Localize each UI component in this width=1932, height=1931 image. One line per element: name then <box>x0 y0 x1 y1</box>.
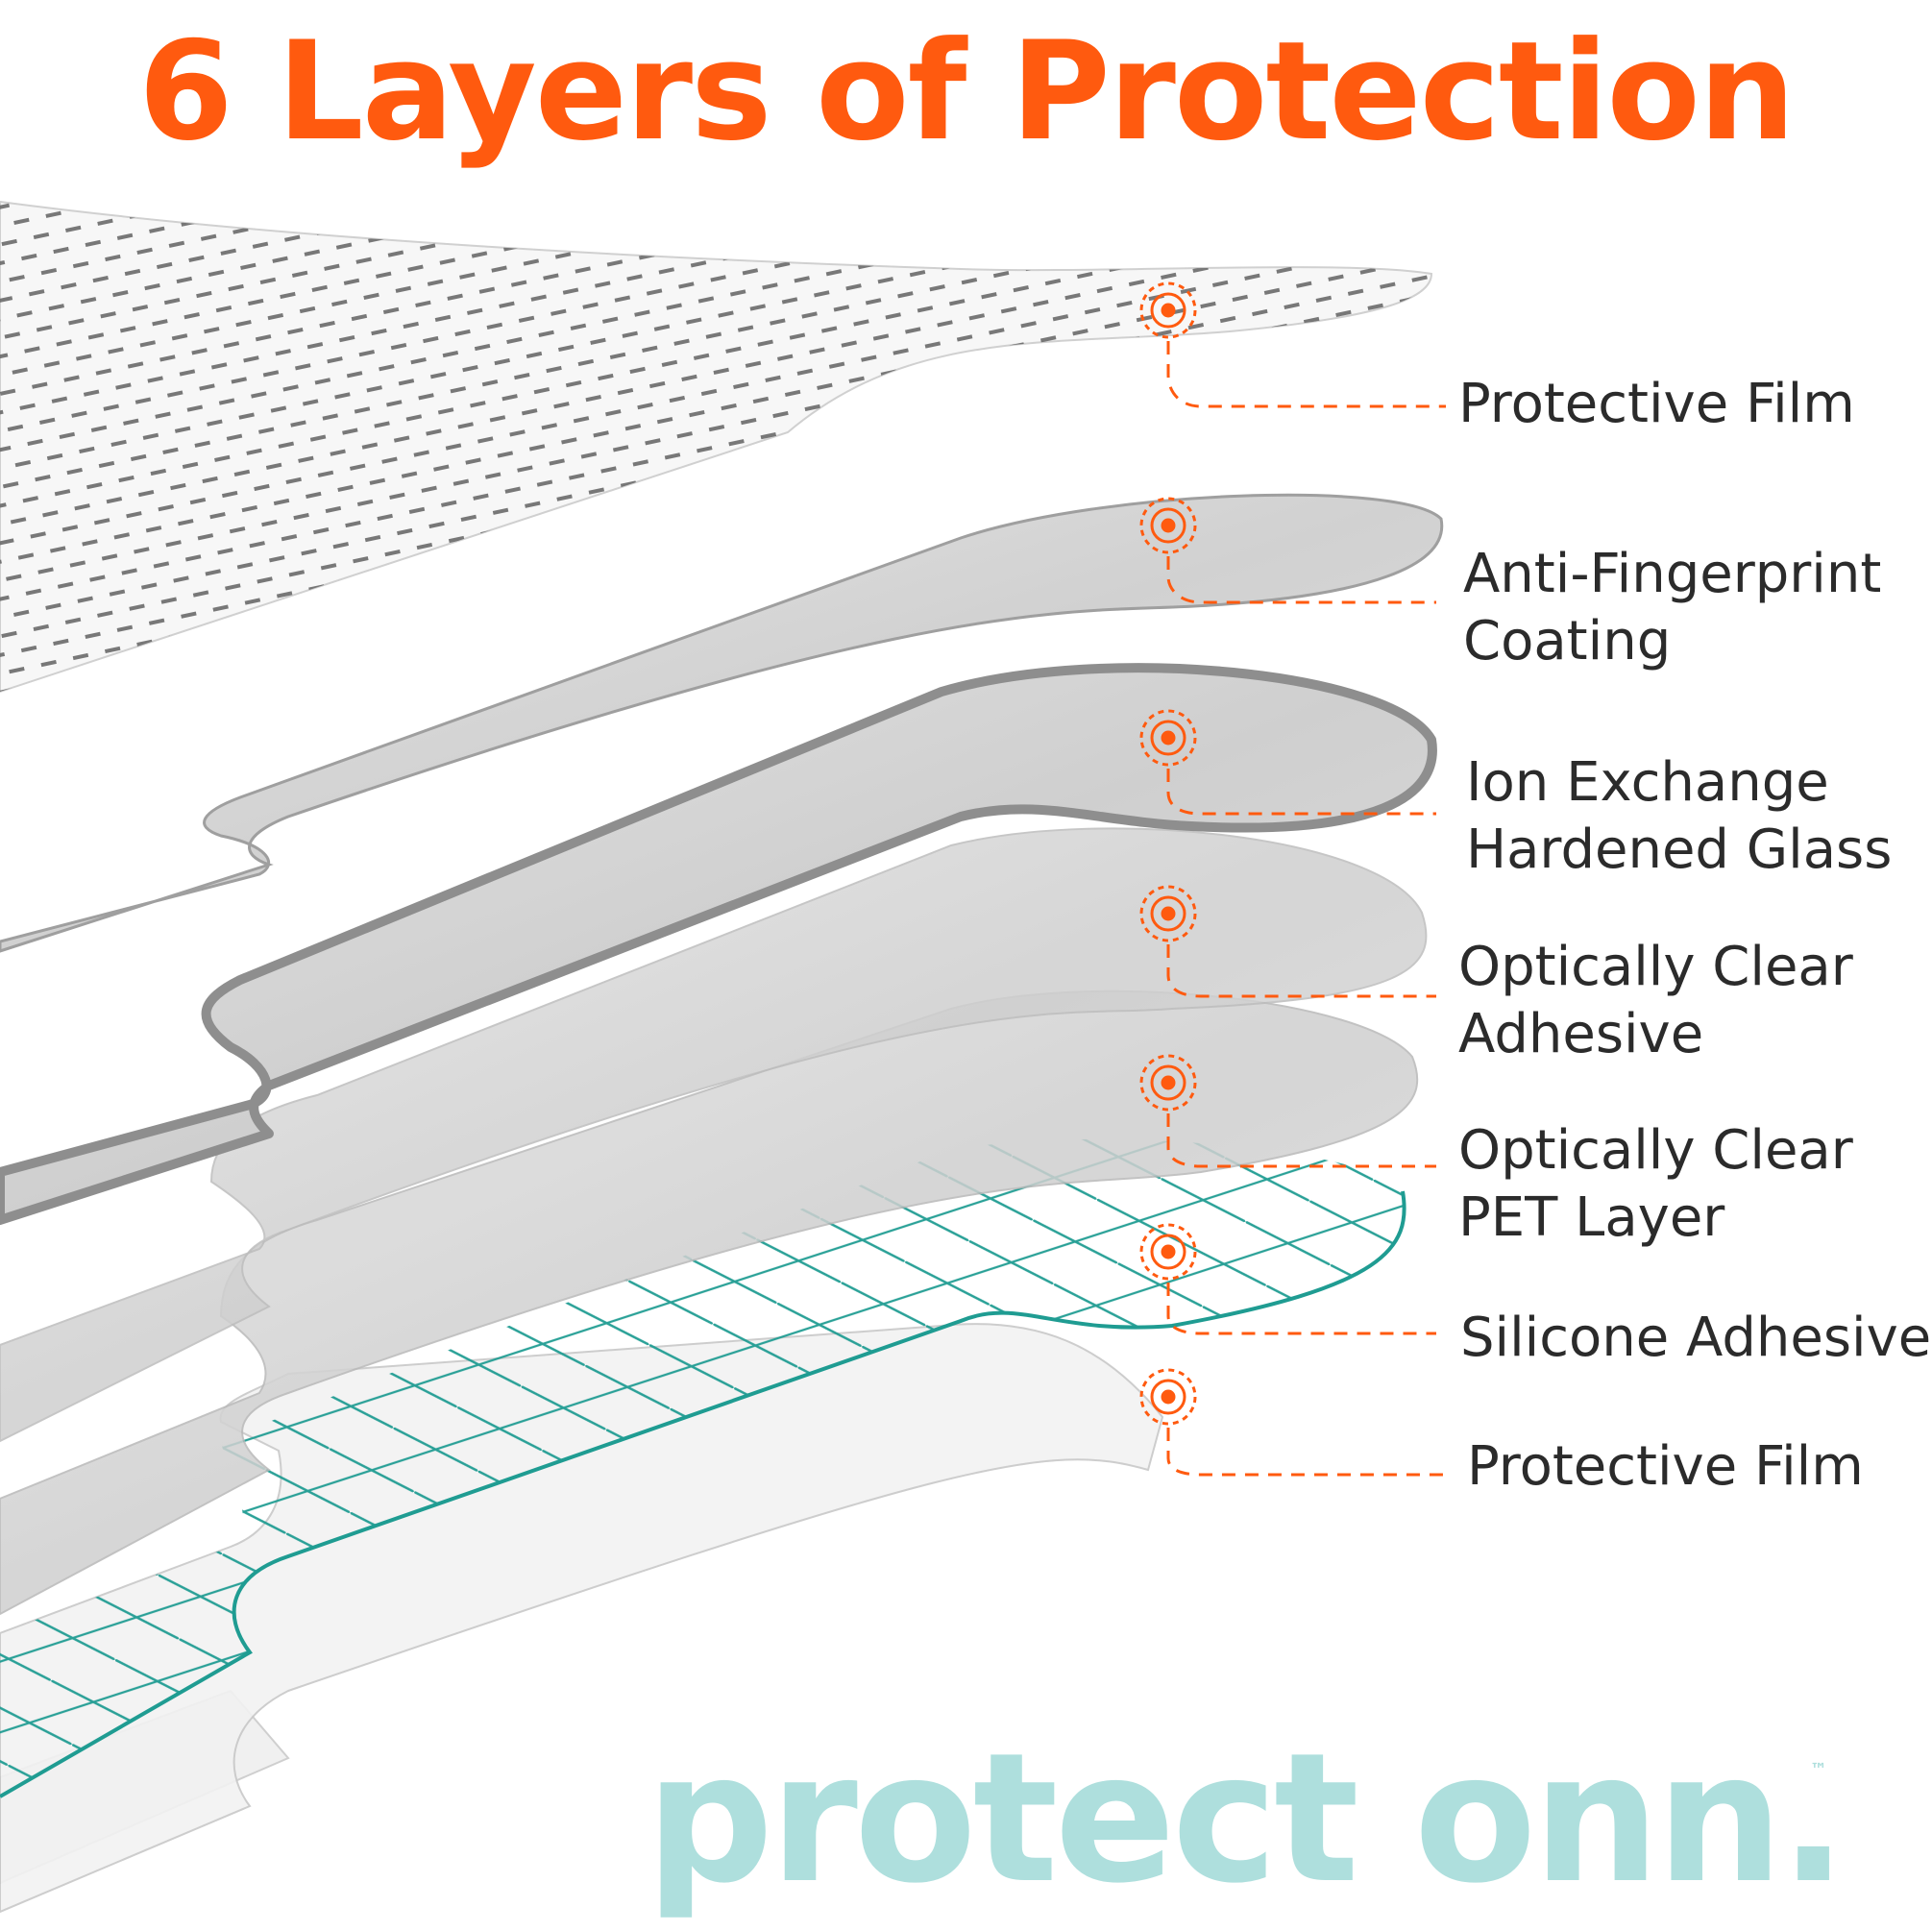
trademark-symbol: ™ <box>1810 1760 1827 1780</box>
marker-3-icon <box>1139 709 1436 816</box>
page-title: 6 Layers of Protection <box>137 12 1796 171</box>
layer-label-1: Protective Film <box>1458 371 1855 438</box>
layer-label-line: Protective Film <box>1458 373 1855 435</box>
layer-label-line: Adhesive <box>1458 1003 1704 1065</box>
marker-7-icon <box>1139 1368 1446 1477</box>
layer-label-line: PET Layer <box>1458 1186 1725 1249</box>
layer-label-4: Optically Clear Adhesive <box>1458 934 1853 1068</box>
layer-label-3: Ion Exchange Hardened Glass <box>1466 749 1892 884</box>
marker-4-icon <box>1139 885 1436 998</box>
marker-5-icon <box>1139 1054 1436 1168</box>
layer-markers <box>1139 281 1446 1477</box>
layer-label-line: Coating <box>1463 610 1672 672</box>
layer-2-shape <box>0 493 1444 953</box>
layer-6-mesh <box>0 1138 1405 1797</box>
layer-label-line: Protective Film <box>1467 1435 1864 1498</box>
marker-2-icon <box>1139 497 1436 604</box>
marker-6-icon <box>1139 1223 1436 1335</box>
layer-label-line: Silicone Adhesive <box>1460 1307 1932 1369</box>
layer-label-line: Ion Exchange <box>1466 751 1829 814</box>
layer-label-5: Optically Clear PET Layer <box>1458 1117 1853 1252</box>
layer-label-line: Optically Clear <box>1458 936 1853 998</box>
brand-logo: protect onn. <box>646 1714 1847 1922</box>
layer-label-2: Anti-Fingerprint Coating <box>1463 541 1881 675</box>
layer-label-line: Anti-Fingerprint <box>1463 543 1882 605</box>
layer-6-edge <box>0 1190 1406 1798</box>
layer-label-line: Hardened Glass <box>1466 819 1893 881</box>
layer-1-dashes <box>0 202 1431 692</box>
layer-3-shape <box>0 663 1437 1225</box>
layer-label-7: Protective Film <box>1467 1433 1864 1501</box>
layer-label-6: Silicone Adhesive <box>1460 1305 1931 1372</box>
marker-1-icon <box>1139 281 1446 408</box>
layer-label-line: Optically Clear <box>1458 1119 1853 1182</box>
